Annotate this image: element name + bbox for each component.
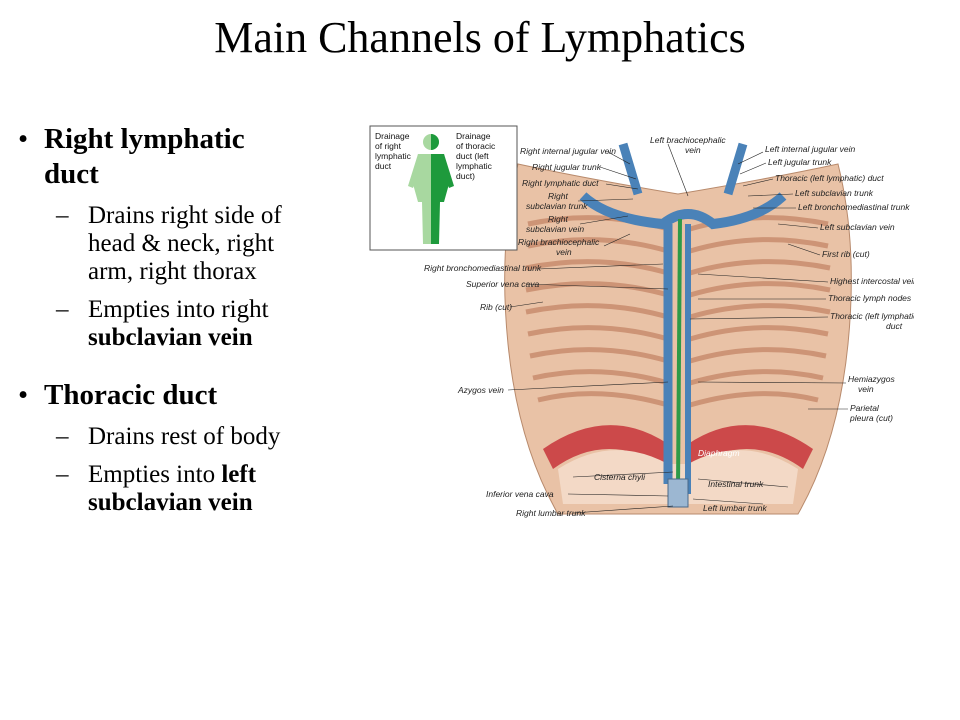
- figure-label: Left subclavian vein: [820, 222, 895, 232]
- figure-label: Superior vena cava: [466, 279, 540, 289]
- figure-label: vein: [858, 384, 874, 394]
- subpoint-line: Empties into: [88, 461, 222, 488]
- bullet-list: • Right lymphatic duct – Drains right si…: [18, 122, 363, 517]
- figure-label: subclavian trunk: [526, 201, 588, 211]
- subpoint-line: Drains rest of body: [88, 423, 281, 450]
- subpoint-bold: subclavian vein: [88, 489, 253, 516]
- figure-label: duct: [886, 321, 903, 331]
- inset-left-label: Drainage: [375, 131, 410, 141]
- figure-label: Right brachiocephalic: [518, 237, 600, 247]
- figure-label: Cisterna chyli: [594, 472, 646, 482]
- figure-label: Hemiazygos: [848, 374, 896, 384]
- figure-label: Highest intercostal vein: [830, 276, 914, 286]
- figure-label: Right lymphatic duct: [522, 178, 599, 188]
- figure-label: Left jugular trunk: [768, 157, 832, 167]
- subpoint-bold: left: [221, 461, 257, 488]
- figure-label: Left lumbar trunk: [703, 503, 768, 513]
- figure-label: Right: [548, 214, 568, 224]
- inset-left-label: of right: [375, 141, 402, 151]
- subpoint-empties-left: – Empties into left subclavian vein: [18, 461, 363, 517]
- inset-right-label: duct (left: [456, 151, 489, 161]
- thorax-illustration: [504, 142, 852, 515]
- dash-marker: –: [56, 423, 69, 450]
- figure-label: Left bronchomediastinal trunk: [798, 202, 910, 212]
- figure-label: Right jugular trunk: [532, 162, 602, 172]
- figure-label: pleura (cut): [849, 413, 893, 423]
- body-silhouette-icon: [408, 134, 454, 244]
- drainage-inset: Drainage of right lymphatic duct Drainag…: [369, 125, 518, 251]
- bullet-dot: •: [18, 379, 29, 411]
- figure-label: Thoracic (left lymphatic): [830, 311, 914, 321]
- figure-label: Right: [548, 191, 568, 201]
- subpoint-drains-right: – Drains right side of head & neck, righ…: [18, 202, 363, 286]
- figure-label: Inferior vena cava: [486, 489, 554, 499]
- dash-marker: –: [56, 202, 69, 229]
- slide-title: Main Channels of Lymphatics: [214, 13, 746, 62]
- figure-label: subclavian vein: [526, 224, 584, 234]
- figure-label: vein: [556, 247, 572, 257]
- figure-label: Right bronchomediastinal trunk: [424, 263, 542, 273]
- figure-label: Right internal jugular vein: [520, 146, 616, 156]
- figure-left-labels: Right internal jugular vein Right jugula…: [424, 146, 646, 518]
- inset-right-label: of thoracic: [456, 141, 496, 151]
- figure-label: vein: [685, 145, 701, 155]
- figure-label: Thoracic lymph nodes: [828, 293, 912, 303]
- figure-label: Left subclavian trunk: [795, 188, 874, 198]
- figure-label: Right lumbar trunk: [516, 508, 586, 518]
- figure-label: Thoracic (left lymphatic) duct: [775, 173, 884, 183]
- subpoint-drains-rest: – Drains rest of body: [18, 423, 363, 451]
- heading-line: Thoracic duct: [44, 379, 218, 411]
- figure-label: Azygos vein: [457, 385, 504, 395]
- subpoint-line: Drains right side of: [88, 202, 282, 229]
- figure-label: Intestinal trunk: [708, 479, 764, 489]
- lymphatics-anatomy-figure: Drainage of right lymphatic duct Drainag…: [369, 125, 914, 518]
- subpoint-bold: subclavian vein: [88, 324, 253, 351]
- bullet-thoracic-duct: • Thoracic duct: [18, 378, 363, 413]
- dash-marker: –: [56, 461, 69, 488]
- figure-label: Parietal: [850, 403, 880, 413]
- bullet-right-lymphatic-duct: • Right lymphatic duct: [18, 122, 363, 192]
- inset-right-label: lymphatic: [456, 161, 493, 171]
- bullet-dot: •: [18, 123, 29, 155]
- figure-label: Rib (cut): [480, 302, 512, 312]
- subpoint-line: Empties into right: [88, 296, 269, 323]
- inset-right-label: Drainage: [456, 131, 491, 141]
- dash-marker: –: [56, 296, 69, 323]
- figure-label: Left brachiocephalic: [650, 135, 726, 145]
- figure-right-labels: Left internal jugular vein Left jugular …: [703, 144, 914, 513]
- heading-line: duct: [44, 158, 99, 190]
- inset-left-label: lymphatic: [375, 151, 412, 161]
- subpoint-line: head & neck, right: [88, 230, 275, 257]
- inset-left-label: duct: [375, 161, 392, 171]
- inset-right-label: duct): [456, 171, 475, 181]
- heading-line: Right lymphatic: [44, 123, 245, 155]
- figure-label-diaphragm: Diaphragm: [698, 448, 740, 458]
- subpoint-empties-right: – Empties into right subclavian vein: [18, 296, 363, 352]
- figure-label: First rib (cut): [822, 249, 870, 259]
- subpoint-line: arm, right thorax: [88, 258, 257, 285]
- figure-label: Left internal jugular vein: [765, 144, 856, 154]
